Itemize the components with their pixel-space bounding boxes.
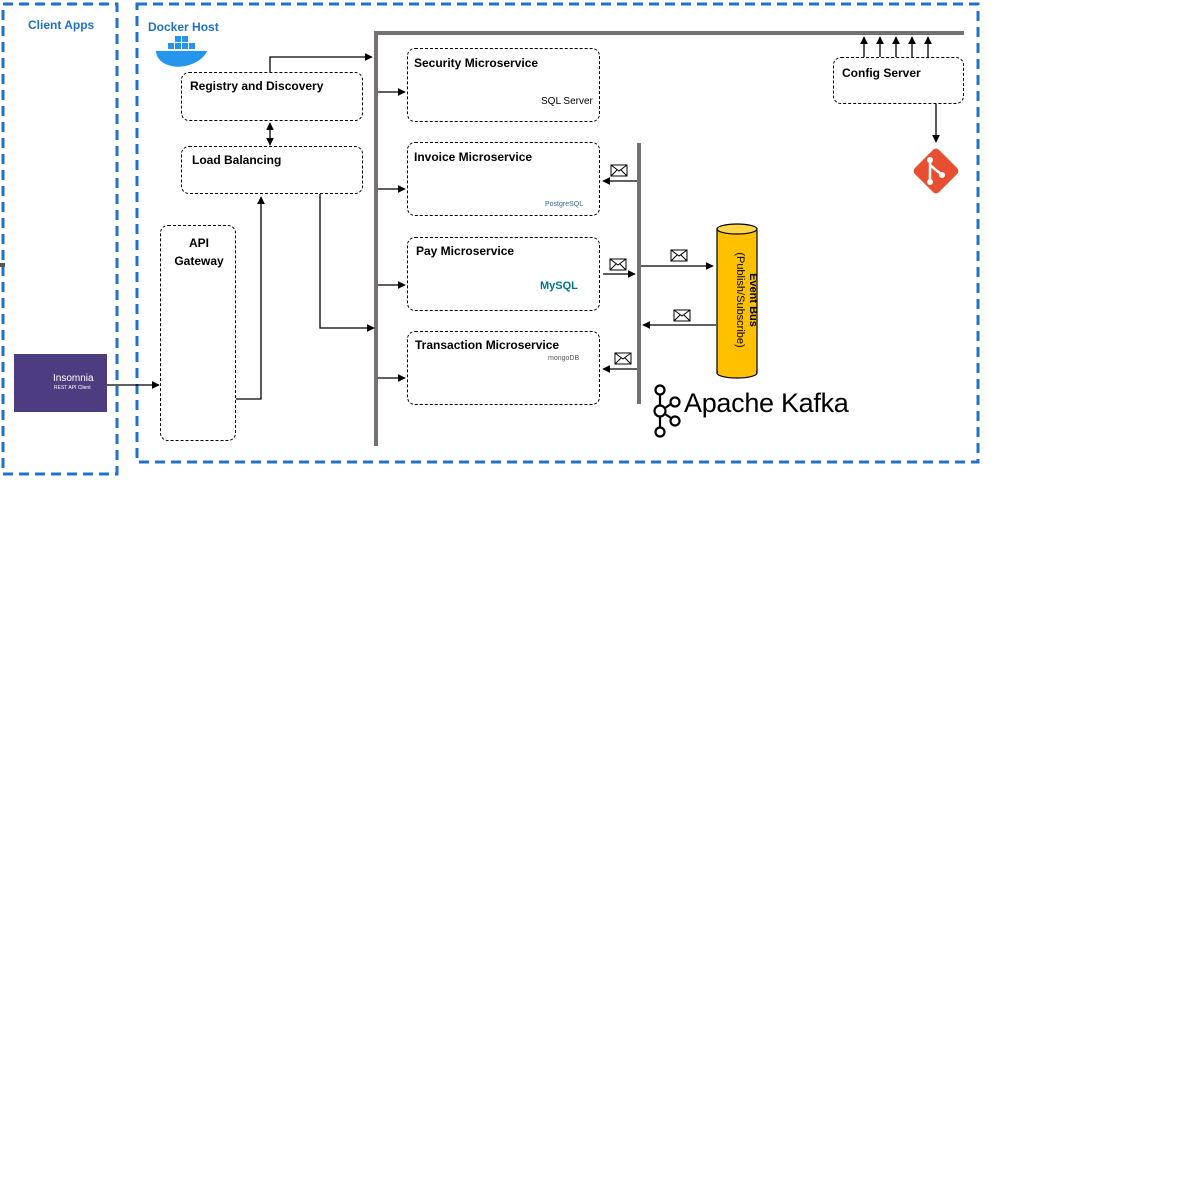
insomnia-name: Insomnia xyxy=(53,373,94,384)
sql-server-logo: SQL Server xyxy=(541,96,593,107)
config-server-title: Config Server xyxy=(842,66,921,80)
api-gateway-title-2: Gateway xyxy=(174,254,224,268)
config-server-box: Config Server xyxy=(833,57,964,104)
service-title: Pay Microservice xyxy=(416,244,515,258)
mongodb-logo: mongoDB xyxy=(548,355,580,362)
insomnia-subtitle: REST API Client xyxy=(54,385,91,391)
insomnia-client: Insomnia REST API Client xyxy=(14,354,107,412)
event-bus-cylinder xyxy=(716,223,758,379)
client-apps-frame xyxy=(1,2,119,476)
security-microservice-box: Security Microservice SQL Server xyxy=(407,48,600,122)
git-icon xyxy=(913,148,959,194)
docker-whale-icon xyxy=(156,36,207,67)
message-icon xyxy=(610,164,628,177)
load-balancing-box: Load Balancing xyxy=(181,146,363,194)
api-gateway-title-1: API xyxy=(188,236,209,250)
message-icon xyxy=(670,249,688,262)
event-bus-label: Event Bus (Publish/Subscribe) xyxy=(733,252,759,347)
docker-host-title: Docker Host xyxy=(148,20,219,34)
service-title: Transaction Microservice xyxy=(415,338,560,352)
load-balancing-title: Load Balancing xyxy=(192,153,282,167)
service-title: Security Microservice xyxy=(414,56,539,70)
message-icon xyxy=(614,352,632,365)
docker-host-frame xyxy=(135,2,980,464)
mysql-logo: MySQL xyxy=(540,280,578,292)
registry-title: Registry and Discovery xyxy=(190,79,324,93)
event-bus-title: Event Bus xyxy=(747,273,759,327)
kafka-label: Apache Kafka xyxy=(684,388,849,418)
event-bus-subtitle: (Publish/Subscribe) xyxy=(734,252,746,348)
kafka-logo-icon xyxy=(653,384,681,438)
client-apps-title: Client Apps xyxy=(28,18,95,32)
pay-microservice-box: Pay Microservice MySQL xyxy=(407,237,600,311)
message-icon xyxy=(609,258,627,271)
api-gateway-box: API Gateway xyxy=(160,225,236,441)
transaction-microservice-box: Transaction Microservice mongoDB xyxy=(407,331,600,405)
postgresql-logo: PostgreSQL xyxy=(545,201,584,208)
service-title: Invoice Microservice xyxy=(414,150,533,164)
invoice-microservice-box: Invoice Microservice PostgreSQL xyxy=(407,142,600,216)
message-icon xyxy=(673,309,691,322)
registry-box: Registry and Discovery xyxy=(181,72,363,121)
